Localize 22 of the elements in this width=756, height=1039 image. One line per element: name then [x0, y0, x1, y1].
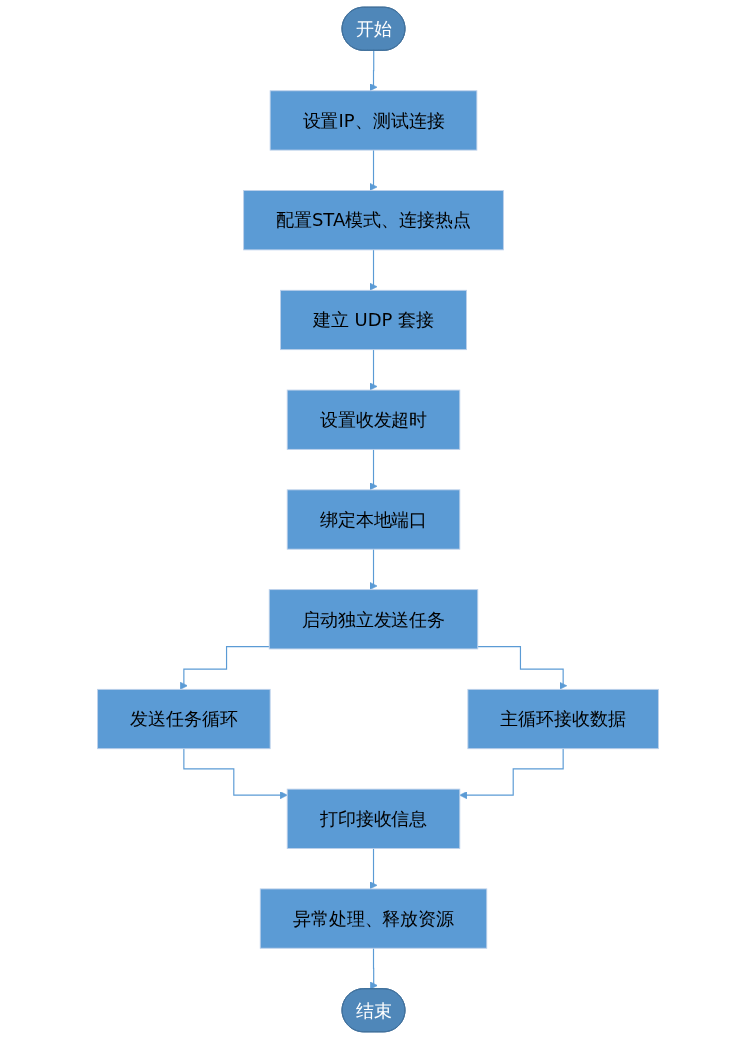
node-box: 设置收发超时 [286, 389, 461, 450]
arrow [369, 249, 378, 291]
arrow [369, 149, 378, 191]
arrow [477, 646, 568, 690]
arrow [369, 50, 378, 92]
node-box: 主循环接收数据 [467, 688, 659, 750]
arrow [183, 748, 288, 800]
node-box: 配置STA模式、连接热点 [243, 190, 504, 251]
arrow [369, 947, 378, 990]
arrow [179, 646, 270, 690]
arrow [459, 748, 564, 800]
node-box: 设置IP、测试连接 [269, 90, 478, 151]
node-box: 异常处理、释放资源 [259, 888, 488, 949]
node-box: 打印接收信息 [286, 788, 461, 849]
node-box: 发送任务循环 [97, 688, 271, 750]
arrow [369, 448, 378, 491]
node-box: 绑定本地端口 [286, 489, 461, 550]
node-box: 建立 UDP 套接 [280, 289, 467, 351]
arrow [369, 847, 378, 890]
arrow [369, 548, 378, 590]
node-box: 启动独立发送任务 [268, 589, 479, 650]
arrow [369, 349, 378, 391]
